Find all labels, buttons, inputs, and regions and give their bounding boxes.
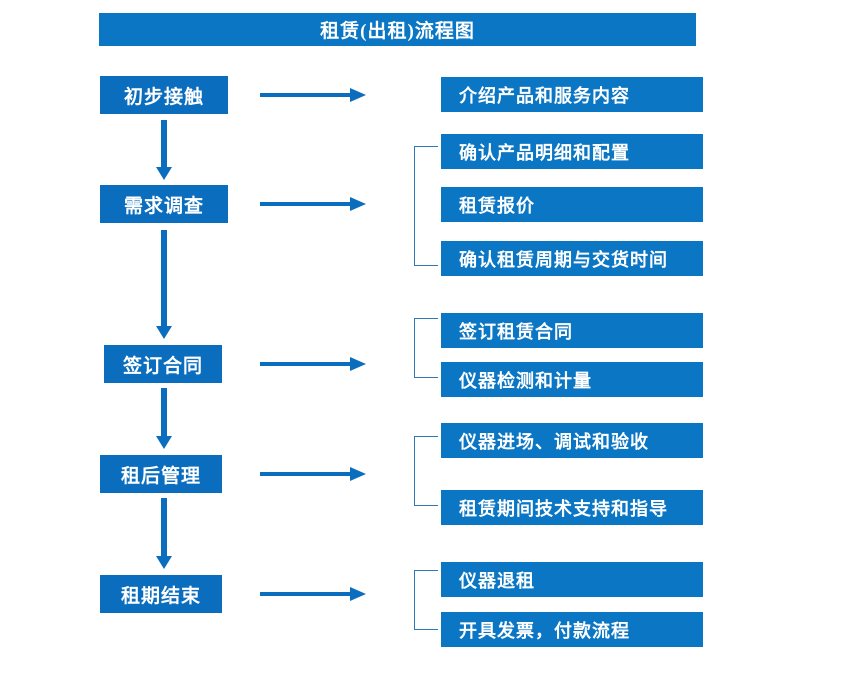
arrow-right-icon-2	[260, 197, 366, 211]
stage-box-lease-end[interactable]: 租期结束	[100, 575, 222, 613]
bracket-left-icon-group-5	[414, 570, 438, 630]
detail-box-instrument-entry-commissioning-acceptance[interactable]: 仪器进场、调试和验收	[441, 423, 703, 458]
arrow-down-icon-1	[156, 120, 172, 180]
detail-box-intro-products-services[interactable]: 介绍产品和服务内容	[441, 77, 703, 112]
arrow-down-icon-4	[156, 498, 172, 570]
arrow-right-icon-4	[260, 467, 366, 481]
detail-box-sign-lease-contract[interactable]: 签订租赁合同	[441, 313, 703, 348]
arrow-right-icon-5	[260, 587, 366, 601]
arrow-down-icon-2	[156, 230, 172, 340]
bracket-left-icon-group-3	[414, 318, 438, 378]
detail-box-instrument-inspection-metering[interactable]: 仪器检测和计量	[441, 362, 703, 397]
stage-box-post-rental-management[interactable]: 租后管理	[100, 455, 222, 493]
detail-box-instrument-return[interactable]: 仪器退租	[441, 562, 703, 597]
stage-box-sign-contract[interactable]: 签订合同	[104, 345, 222, 383]
arrow-right-icon-3	[260, 357, 366, 371]
stage-box-initial-contact[interactable]: 初步接触	[100, 76, 228, 114]
arrow-down-icon-3	[156, 388, 172, 450]
detail-box-rental-quote[interactable]: 租赁报价	[441, 187, 703, 222]
bracket-left-icon-group-4	[414, 436, 438, 506]
arrow-right-icon-1	[260, 88, 366, 102]
detail-box-confirm-product-details[interactable]: 确认产品明细和配置	[441, 134, 703, 169]
detail-box-technical-support-during-lease[interactable]: 租赁期间技术支持和指导	[441, 490, 703, 525]
flowchart-title: 租赁(出租)流程图	[99, 13, 696, 46]
detail-box-confirm-lease-period-delivery[interactable]: 确认租赁周期与交货时间	[441, 241, 703, 276]
detail-box-invoice-payment-process[interactable]: 开具发票，付款流程	[441, 612, 703, 647]
stage-box-needs-survey[interactable]: 需求调查	[100, 185, 228, 223]
bracket-left-icon-group-2	[414, 146, 438, 266]
